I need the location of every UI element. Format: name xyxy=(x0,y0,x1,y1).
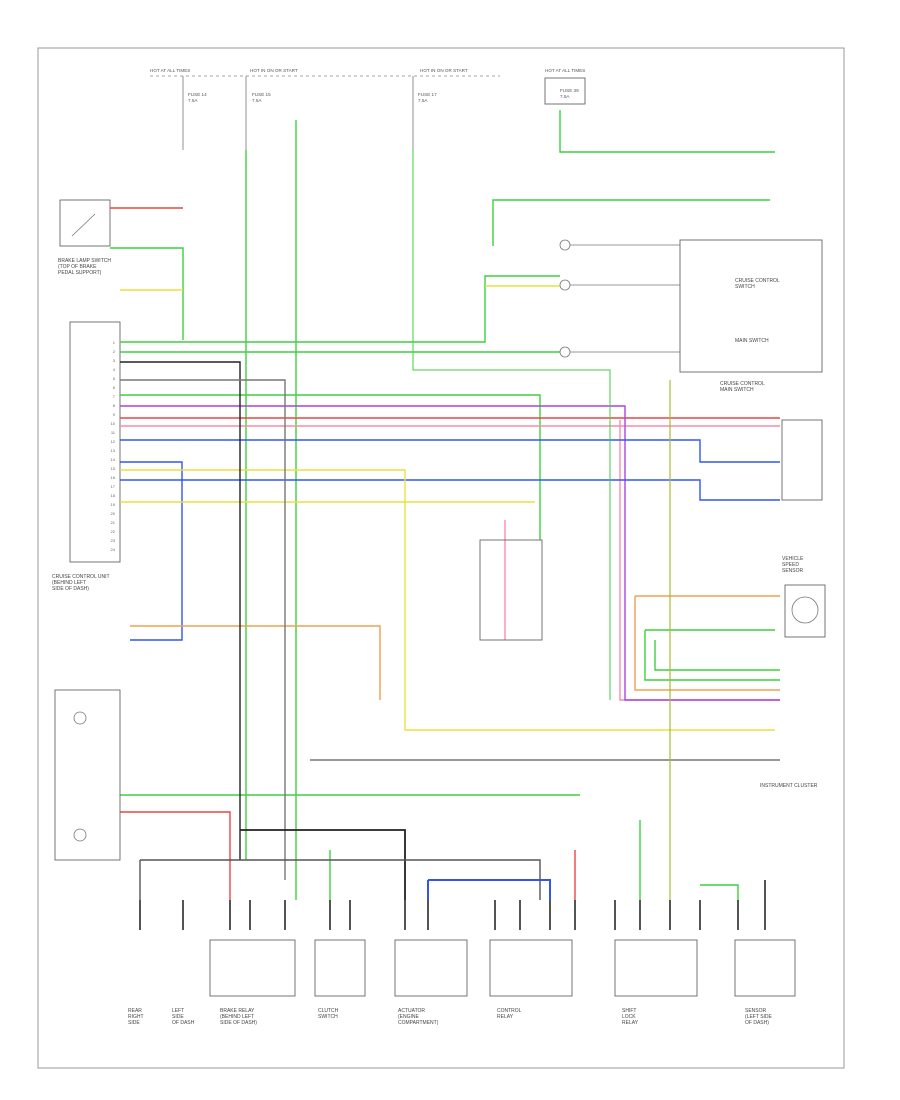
pin-label-18: 18 xyxy=(111,493,116,498)
pin-label-19: 19 xyxy=(111,502,116,507)
wire-gray-1 xyxy=(120,379,286,880)
wire-yellow-2 xyxy=(120,469,775,731)
relay-box-2 xyxy=(314,939,366,997)
wire-green-11 xyxy=(654,640,780,671)
bottom-connectors xyxy=(139,880,766,930)
wire-orange-3 xyxy=(634,596,780,691)
pin-label-4: 4 xyxy=(113,367,116,372)
wire-green-8 xyxy=(120,394,541,540)
bus-label-right: HOT IN ON OR START xyxy=(420,68,468,73)
wire-green-6 xyxy=(492,199,770,246)
pin-label-15: 15 xyxy=(111,466,116,471)
wire-green-16 xyxy=(412,150,611,700)
pin-label-21: 21 xyxy=(111,520,116,525)
wire-red-3 xyxy=(120,811,231,900)
pin-label-11: 11 xyxy=(111,430,116,435)
top-power-bus: HOT AT ALL TIMES HOT IN ON OR START HOT … xyxy=(150,68,586,150)
pin-label-13: 13 xyxy=(111,448,116,453)
pin-label-10: 10 xyxy=(111,421,116,426)
wire-blue-2 xyxy=(120,479,780,501)
instrument-cluster-label: INSTRUMENT CLUSTER xyxy=(760,783,818,789)
wire-black-2 xyxy=(240,829,406,900)
pin-label-20: 20 xyxy=(111,511,116,516)
center-connector xyxy=(479,539,543,641)
relay-box-6 xyxy=(734,939,796,997)
pin-label-6: 6 xyxy=(113,385,116,390)
wire-blue-4 xyxy=(427,879,551,900)
pin-label-1: 1 xyxy=(113,340,116,345)
pin-label-3: 3 xyxy=(113,358,116,363)
pin-label-14: 14 xyxy=(111,457,116,462)
wire-green-15 xyxy=(700,884,739,900)
wire-black-3 xyxy=(140,859,541,900)
pin-label-16: 16 xyxy=(111,475,116,480)
wire-purple-1 xyxy=(120,405,780,701)
diagram-frame xyxy=(37,47,845,1069)
pin-label-7: 7 xyxy=(113,394,116,399)
pin-label-12: 12 xyxy=(111,439,116,444)
pin-label-22: 22 xyxy=(111,529,116,534)
pin-label-17: 17 xyxy=(111,484,116,489)
pin-label-23: 23 xyxy=(111,538,116,543)
bus-label-hot-at-all-times: HOT AT ALL TIMES xyxy=(545,68,585,73)
relay-box-4 xyxy=(489,939,573,997)
cruise-switch-left xyxy=(54,689,121,861)
wire-green-1 xyxy=(110,247,184,340)
pin-label-2: 2 xyxy=(113,349,116,354)
relay-box-1 xyxy=(209,939,296,997)
pin-label-9: 9 xyxy=(113,412,116,417)
wire-blue-3 xyxy=(120,439,780,463)
main-switch-box-label: MAIN SWITCH xyxy=(735,338,769,344)
wire-green-10 xyxy=(644,630,780,681)
wire-green-4 xyxy=(120,275,560,343)
pin-label-24: 24 xyxy=(111,547,116,552)
bus-label-middle: HOT IN ON OR START xyxy=(250,68,298,73)
pin-label-8: 8 xyxy=(113,403,116,408)
relay-box-5 xyxy=(614,939,698,997)
wires xyxy=(110,110,780,900)
wire-green-7 xyxy=(559,110,775,153)
relay-box-3 xyxy=(394,939,468,997)
pin-label-5: 5 xyxy=(113,376,116,381)
wire-blue-1 xyxy=(120,461,183,641)
bus-label-left: HOT AT ALL TIMES xyxy=(150,68,190,73)
wire-black-1 xyxy=(120,361,241,860)
wire-orange-1 xyxy=(130,625,381,700)
